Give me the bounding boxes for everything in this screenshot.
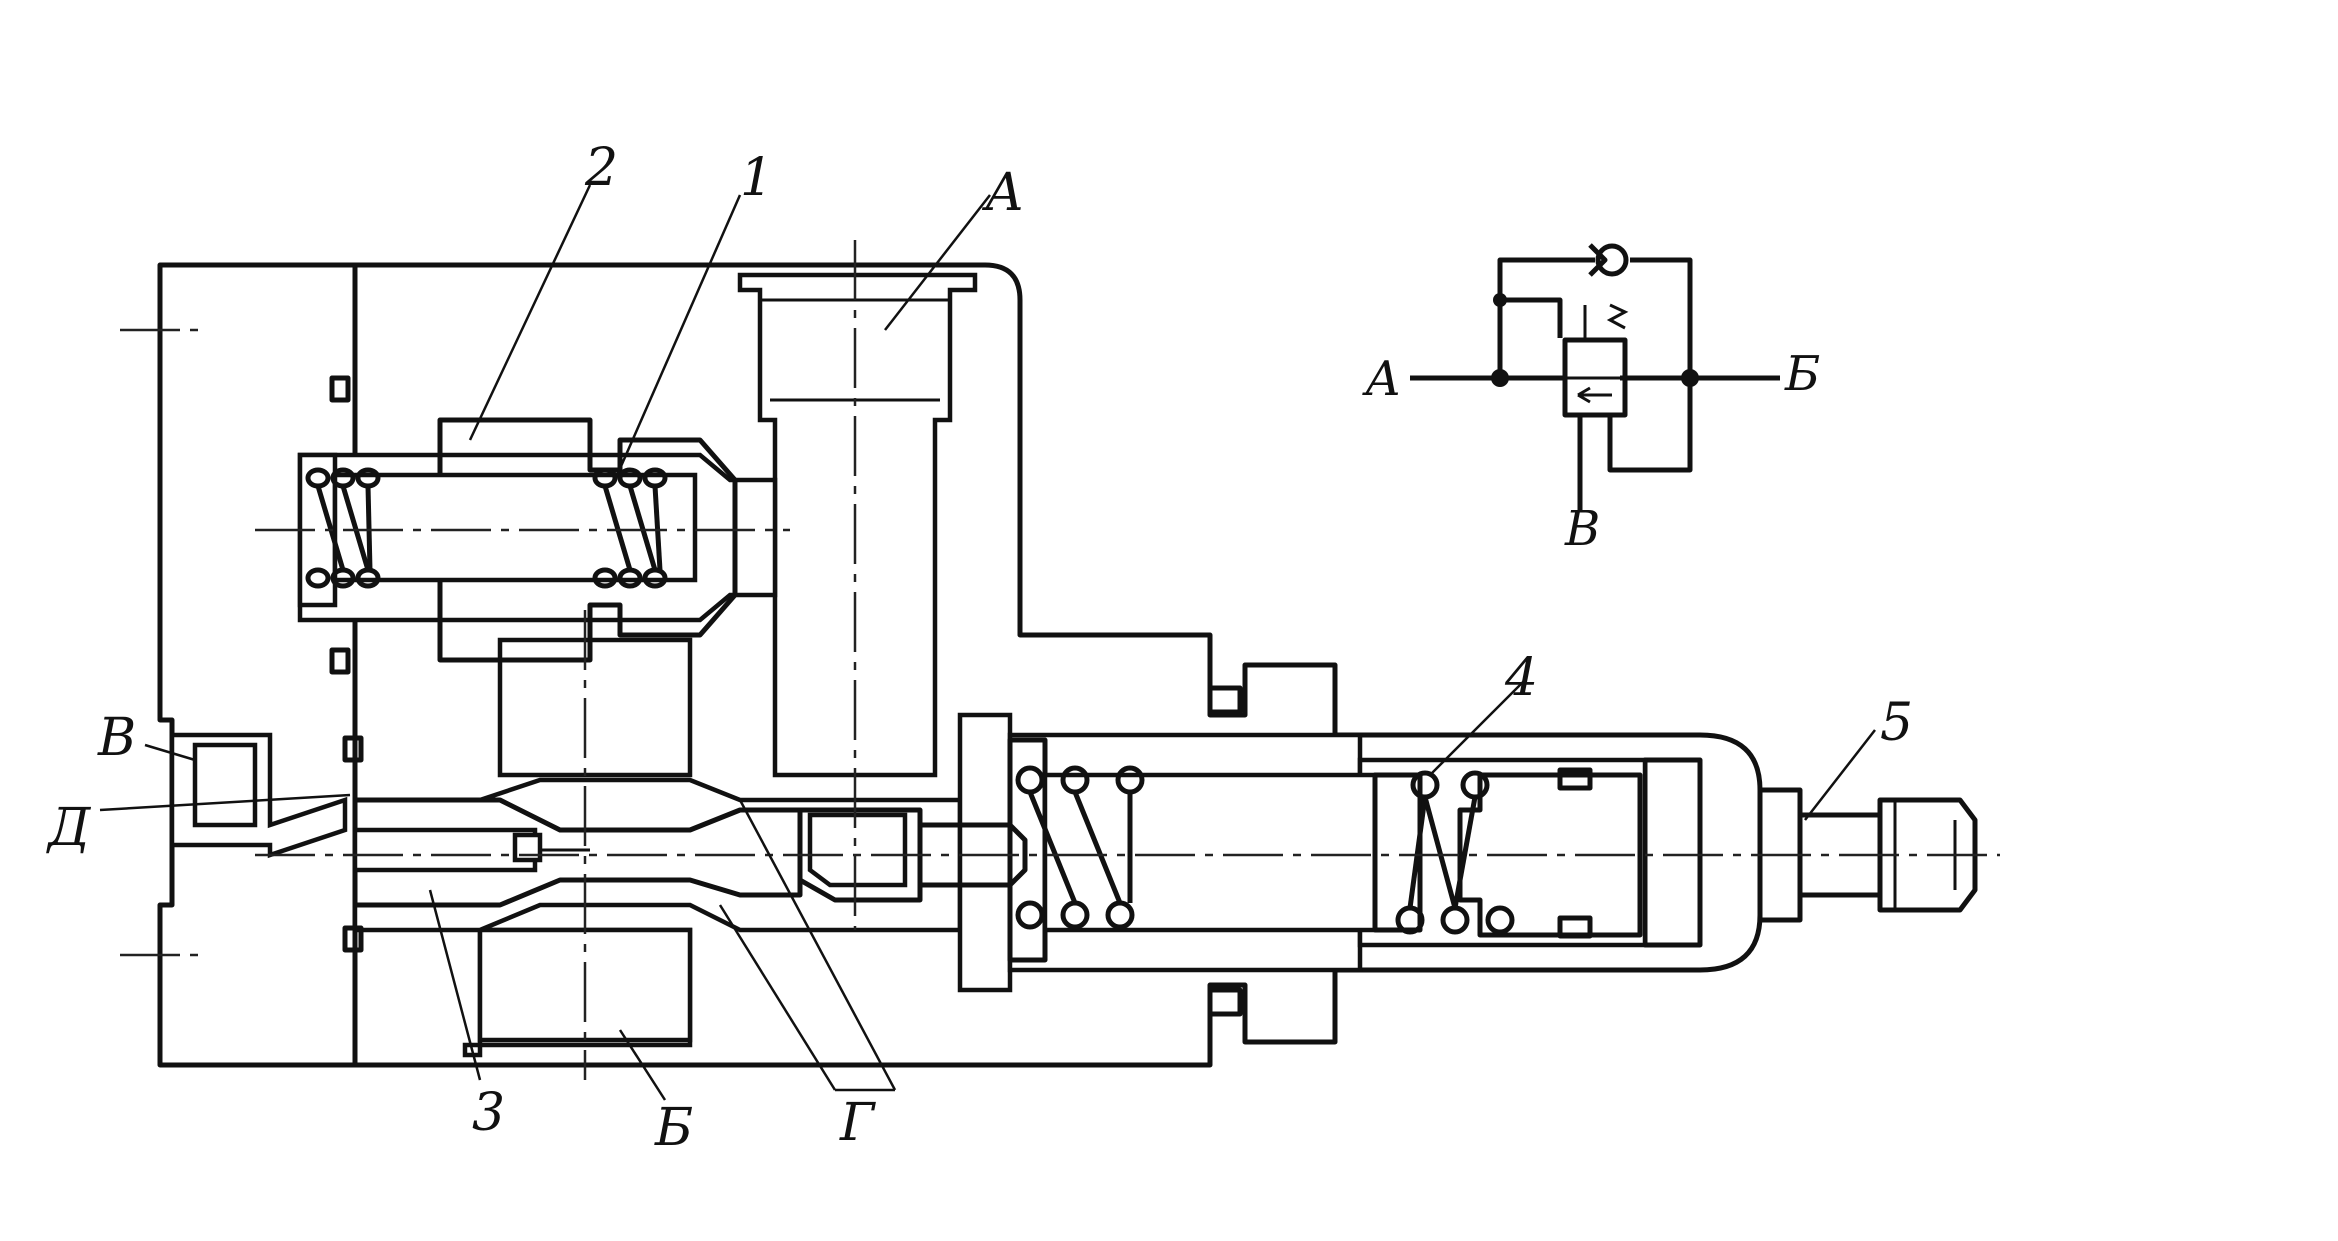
central-bore xyxy=(497,637,693,778)
seal-ring xyxy=(1207,685,1243,715)
label-part-1: 1 xyxy=(740,148,773,208)
piston-bore xyxy=(352,827,538,873)
schematic-label-a: А xyxy=(1362,351,1401,407)
seal-ring xyxy=(342,925,364,953)
seal-ring xyxy=(1557,767,1593,791)
leader-part-2 xyxy=(468,184,592,441)
label-channel-d: Д xyxy=(46,798,92,858)
pilot-spring xyxy=(1015,765,1145,930)
main-body xyxy=(352,262,1338,1068)
moving-parts xyxy=(332,417,1643,963)
adjuster-bushing xyxy=(1642,757,1703,948)
port-v-plug xyxy=(192,742,258,828)
spring-seat-left xyxy=(1007,737,1048,963)
leader-part-1 xyxy=(613,194,742,481)
lock-nut xyxy=(1757,787,1803,923)
schematic-check-seat xyxy=(1588,243,1608,277)
left-cover-plate xyxy=(157,262,358,1068)
labels: 2 1 А 4 5 В Д 3 Б Г xyxy=(46,138,1913,1158)
schematic-check-ball xyxy=(1595,243,1629,277)
schematic-label-b: Б xyxy=(1784,346,1820,402)
leader-channel-d xyxy=(99,793,351,812)
leader-port-v xyxy=(144,743,196,762)
label-channel-g: Г xyxy=(839,1093,876,1153)
label-part-3: 3 xyxy=(472,1083,505,1143)
poppet-nose xyxy=(807,812,908,888)
label-part-5: 5 xyxy=(1880,693,1913,753)
leader-channel-g-1 xyxy=(718,904,837,1091)
seal-ring xyxy=(329,647,351,675)
schematic-junction-b xyxy=(1681,369,1699,387)
internal-cavities xyxy=(169,272,1648,1058)
leader-part-3 xyxy=(428,889,482,1081)
upper-spool-stem xyxy=(332,472,698,583)
seals xyxy=(329,375,1593,1017)
schematic-drain-loop xyxy=(1607,378,1693,473)
label-port-v: В xyxy=(97,708,136,768)
label-port-a: А xyxy=(981,163,1024,223)
schematic-junction-a xyxy=(1491,369,1509,387)
schematic-spring xyxy=(1606,303,1629,330)
schematic-pilot-feed xyxy=(1500,297,1563,338)
left-spring-pocket xyxy=(297,452,338,608)
valve-poppet xyxy=(797,807,923,903)
schematic-upper-right xyxy=(1630,257,1693,378)
adjusting-screw-part-5 xyxy=(1757,787,1978,923)
main-spring-part-4 xyxy=(1395,770,1515,935)
leaders xyxy=(99,184,1876,1101)
seal-ring xyxy=(342,735,364,763)
leader-part-5 xyxy=(1804,729,1876,821)
leader-part-4 xyxy=(1429,679,1526,776)
schematic-label-v: В xyxy=(1564,501,1600,557)
leader-channel-g-2 xyxy=(738,799,897,1091)
spring-chamber xyxy=(957,712,1013,993)
spring-chamber-right xyxy=(1357,757,1648,948)
seal-ring xyxy=(1557,915,1593,939)
seal-ring xyxy=(1207,987,1243,1017)
piston-part-3 xyxy=(352,797,803,908)
spring-part-1 xyxy=(592,467,668,589)
schematic-upper-left xyxy=(1497,257,1595,378)
center-lines xyxy=(120,240,2000,1080)
hydraulic-schematic: А Б В xyxy=(1362,243,1820,557)
seal-ring xyxy=(329,375,351,403)
label-part-4: 4 xyxy=(1504,648,1538,708)
control-rod xyxy=(1042,772,1378,933)
screw-head xyxy=(1877,797,1978,913)
leader-port-b xyxy=(618,1029,667,1101)
leader-port-a xyxy=(884,194,991,331)
label-part-2: 2 xyxy=(584,138,618,198)
left-spring xyxy=(305,467,381,589)
label-port-b: Б xyxy=(654,1098,693,1158)
schematic-junction-pilot xyxy=(1493,293,1507,307)
schematic-flow-arrow xyxy=(1577,386,1612,404)
springs xyxy=(305,467,1515,935)
